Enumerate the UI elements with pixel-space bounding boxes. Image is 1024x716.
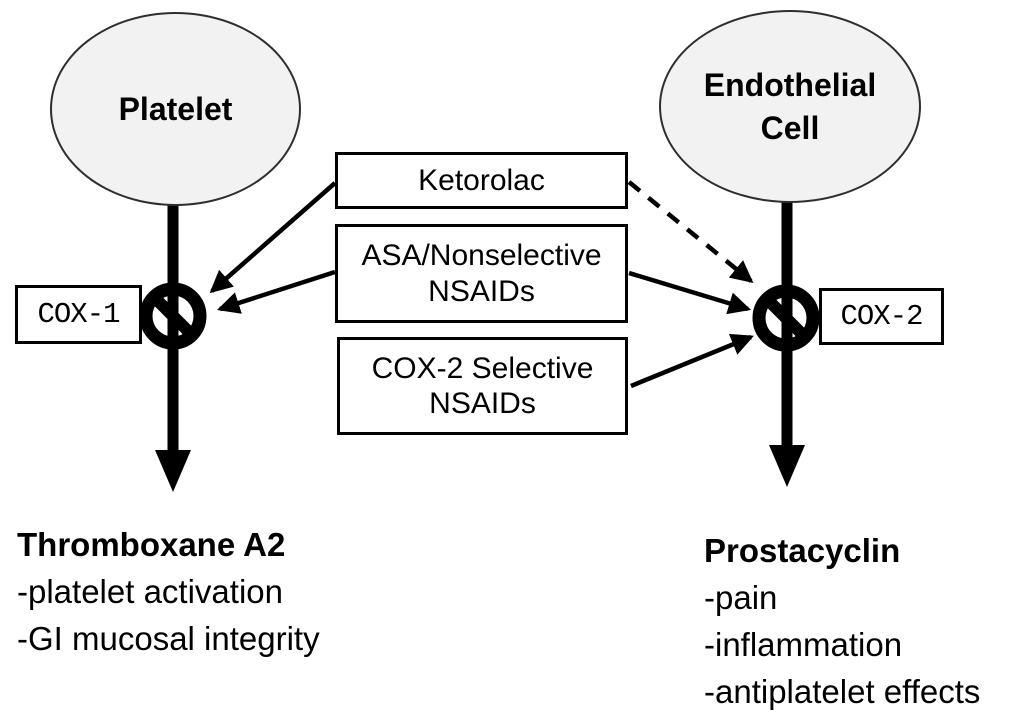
cox2-selective-box: COX-2 Selective NSAIDs	[337, 337, 628, 435]
cox2-label-box: COX-2	[819, 288, 944, 345]
thromboxane-title: Thromboxane A2	[17, 526, 286, 563]
thromboxane-effect: -GI mucosal integrity	[17, 619, 320, 657]
cox2-label: COX-2	[840, 300, 923, 333]
ketorolac-box-label: Ketorolac	[418, 163, 545, 197]
thromboxane-effect: -platelet activation	[17, 572, 283, 610]
endothelial-cell: Endothelial Cell	[659, 10, 921, 203]
arrow-ketorolac-to-cox1	[209, 181, 337, 294]
inhibition-icon-cox1	[139, 282, 207, 350]
asa-nonselective-box: ASA/Nonselective NSAIDs	[335, 224, 628, 323]
platelet-cell-label: Platelet	[118, 90, 233, 127]
asa-nonselective-box-label: ASA/Nonselective NSAIDs	[361, 239, 602, 308]
platelet-cell: Platelet	[50, 12, 301, 206]
cox1-label: COX-1	[37, 298, 120, 331]
cox1-label-box: COX-1	[15, 285, 142, 344]
prostacyclin-effect: -pain	[704, 578, 778, 616]
ketorolac-box: Ketorolac	[335, 152, 628, 209]
arrow-asa-to-cox1	[217, 269, 336, 314]
prostacyclin-section: Prostacyclin -pain -inflammation -antipl…	[704, 528, 980, 715]
arrow-asa-to-cox2	[628, 270, 752, 315]
endothelial-cell-label: Endothelial Cell	[703, 67, 877, 146]
cox2-selective-box-label: COX-2 Selective NSAIDs	[371, 351, 594, 420]
prostacyclin-effect: -antiplatelet effects	[704, 672, 981, 710]
dashed-arrow-ketorolac-to-cox2	[627, 180, 754, 283]
prostacyclin-title: Prostacyclin	[704, 532, 901, 569]
prostacyclin-effect: -inflammation	[704, 625, 903, 663]
inhibition-icon-cox2	[752, 284, 820, 352]
arrow-cox2selective-to-cox2	[630, 333, 754, 389]
thromboxane-section: Thromboxane A2 -platelet activation -GI …	[17, 522, 320, 663]
